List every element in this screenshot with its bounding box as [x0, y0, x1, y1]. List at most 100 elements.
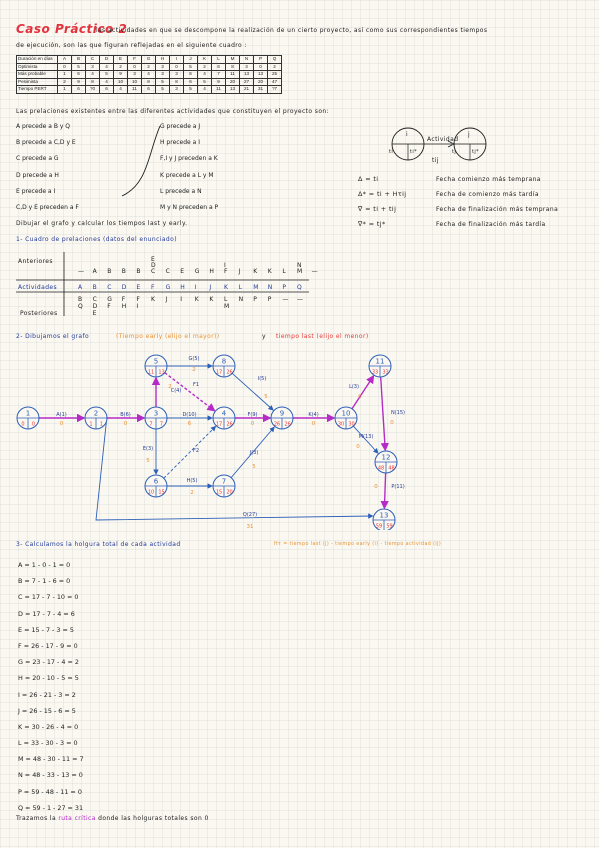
relation-item: B precede a C,D y E: [16, 139, 76, 147]
legend-symbol: ∇* = tj*: [358, 220, 386, 228]
legend-tj-star: tj*: [472, 149, 480, 155]
table-header-cell: B: [71, 55, 86, 64]
table-cell: 47: [267, 77, 282, 86]
table-cell: 27: [239, 77, 254, 86]
graph-edge: [351, 374, 375, 410]
table-cell: 3: [169, 85, 184, 94]
node-last-time: 1: [100, 422, 103, 428]
table-cell: ?0: [85, 85, 100, 94]
prelations-grid-lines: [16, 252, 309, 316]
table-cell: 2: [57, 77, 72, 86]
anteriores-cell: L: [282, 268, 286, 275]
table-cell: 9: [113, 70, 128, 79]
legend-description: Fecha de comienzo más tardía: [436, 191, 539, 198]
table-header-cell: F: [127, 55, 142, 64]
edge-label: F(9): [248, 412, 258, 418]
table-cell: 5: [155, 77, 170, 86]
conclusion-pre: Trazamos la: [16, 815, 57, 822]
table-cell: 3: [127, 70, 142, 79]
node-last-time: 48: [388, 466, 394, 472]
table-cell: ?7: [267, 85, 282, 94]
table-cell: 8: [169, 77, 184, 86]
node-id: 4: [222, 410, 227, 418]
anteriores-cell: C: [151, 268, 156, 275]
table-cell: 0: [253, 62, 268, 71]
slack-row: F = 26 - 17 - 9 = 0: [18, 641, 78, 650]
table-cell: 9: [71, 77, 86, 86]
actividades-cell: H: [180, 284, 185, 291]
node-early-time: 17: [216, 370, 222, 376]
actividades-cell: B: [92, 284, 97, 291]
node-id: 6: [154, 478, 159, 486]
edge-label: L(3): [349, 384, 359, 390]
node-id: 3: [154, 410, 158, 418]
actividades-cell: D: [121, 284, 127, 291]
posteriores-cell: P: [253, 296, 257, 303]
posteriores-cell: D: [92, 303, 98, 310]
legend-description: Fecha comienzo más temprana: [436, 176, 541, 183]
anteriores-cell: K: [267, 268, 272, 275]
anteriores-cell: F: [224, 268, 228, 275]
node-early-time: 10: [148, 490, 154, 496]
anteriores-cell: B: [121, 268, 126, 275]
node-last-time: 59: [386, 524, 392, 530]
posteriores-cell: I: [180, 296, 182, 303]
edge-slack: 0: [124, 421, 128, 427]
graph-edge: [379, 376, 390, 452]
table-header-cell: G: [141, 55, 156, 64]
legend-activity-diagram: [391, 127, 487, 161]
relation-item: E precede a I: [16, 187, 56, 195]
node-early-time: 7: [149, 422, 152, 428]
table-cell: 3: [155, 62, 170, 71]
relation-item: A precede a B y Q: [16, 123, 71, 130]
anteriores-cell: B: [136, 268, 141, 275]
table-cell: 3: [169, 70, 184, 79]
node-early-time: 59: [376, 524, 382, 530]
table-cell: 3: [239, 62, 254, 71]
table-cell: 2: [141, 62, 156, 71]
actividades-cell: P: [282, 284, 287, 291]
slack-formula: Hτ = tiempo last (j) - tiempo early (i) …: [274, 542, 442, 547]
relation-item: G precede a J: [160, 123, 201, 130]
node-early-time: 17: [216, 422, 222, 428]
last-time-note: tiempo last (elijo el menor): [276, 333, 369, 340]
posteriores-cell: K: [209, 296, 214, 303]
posteriores-cell: H: [121, 303, 127, 310]
edge-label: G(5): [189, 356, 200, 362]
table-cell: 13: [239, 70, 254, 79]
edge-slack: 5: [252, 464, 256, 470]
posteriores-cell: M: [224, 303, 230, 310]
anteriores-cell: —: [78, 268, 84, 275]
posteriores-cell: —: [297, 296, 303, 303]
relation-item: F,I y J preceden a K: [160, 155, 218, 163]
legend-node-j: j: [468, 131, 471, 138]
legend-tij: tij: [432, 157, 439, 164]
graph-edge: [164, 372, 216, 412]
node-last-time: 26: [226, 370, 232, 376]
table-cell: 0: [57, 62, 72, 71]
node-last-time: 13: [158, 370, 164, 376]
relation-item: D precede a H: [16, 171, 59, 179]
posteriores-cell: K: [151, 296, 155, 303]
table-cell: 6: [71, 85, 86, 94]
edge-slack: 0: [374, 484, 378, 490]
table-cell: 10: [127, 77, 142, 86]
table-header-cell: N: [239, 55, 254, 64]
table-cell: 4: [99, 77, 114, 86]
posteriores-cell: B: [78, 296, 83, 303]
node-id: 5: [154, 358, 158, 366]
slack-row: N = 48 - 33 - 13 = 0: [18, 771, 83, 780]
section3-title: 3- Calculamos la holgura total de cada a…: [16, 541, 181, 548]
table-cell: 4: [85, 70, 100, 79]
table-header-cell: J: [183, 55, 198, 64]
posteriores-cell: G: [107, 296, 112, 303]
